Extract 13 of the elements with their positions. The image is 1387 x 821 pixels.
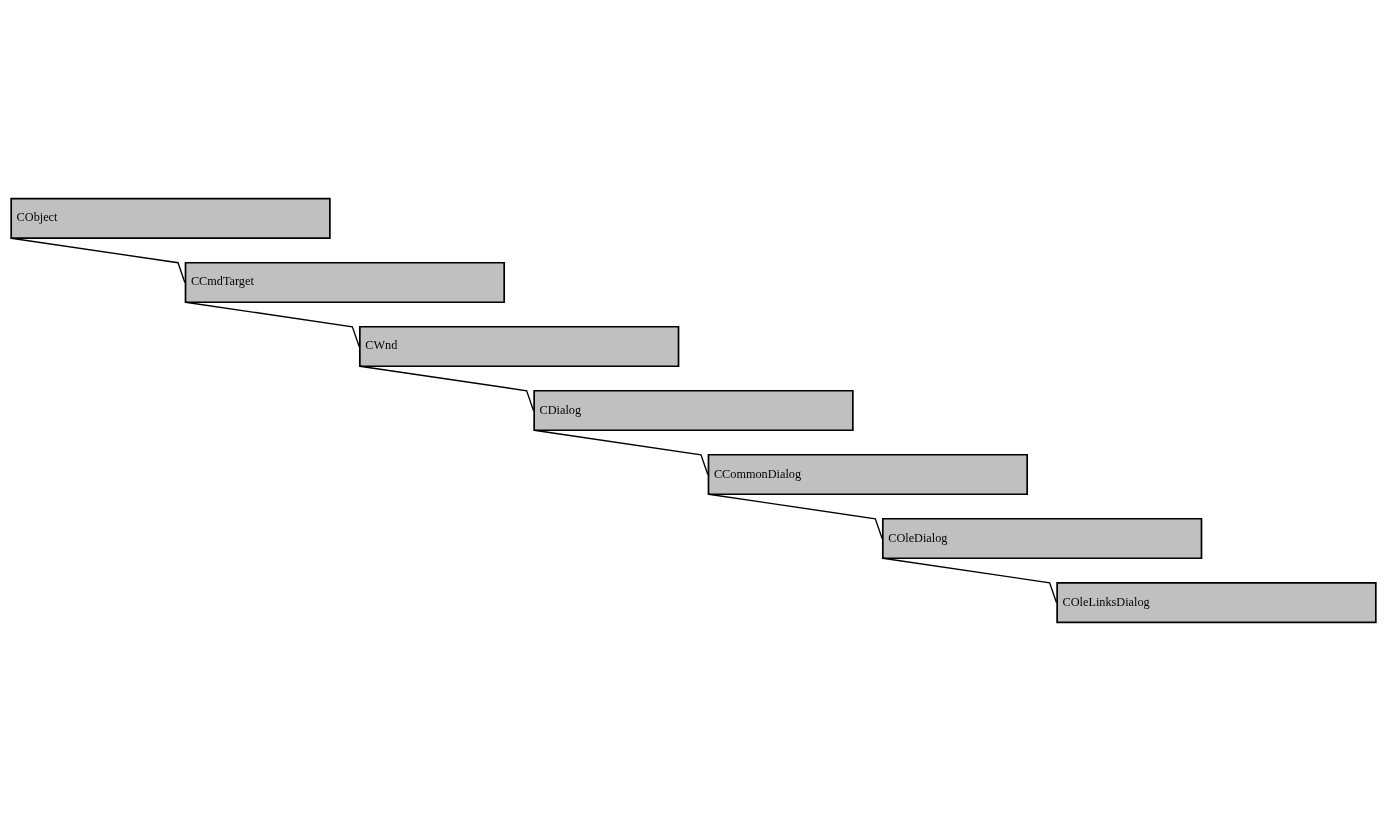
connector (359, 365, 535, 412)
node-box: COleLinksDialog (1056, 581, 1377, 624)
node-box: CWnd (358, 325, 680, 368)
connector (184, 301, 360, 348)
node-box: CDialog (533, 389, 854, 432)
connector (707, 493, 883, 540)
node-box: COleDialog (881, 517, 1203, 560)
node-box: CCommonDialog (707, 453, 1028, 496)
node-box: CObject (10, 197, 331, 240)
connector (10, 237, 186, 284)
node-box: CCmdTarget (184, 261, 506, 304)
connector (882, 557, 1058, 604)
connector (533, 429, 709, 476)
